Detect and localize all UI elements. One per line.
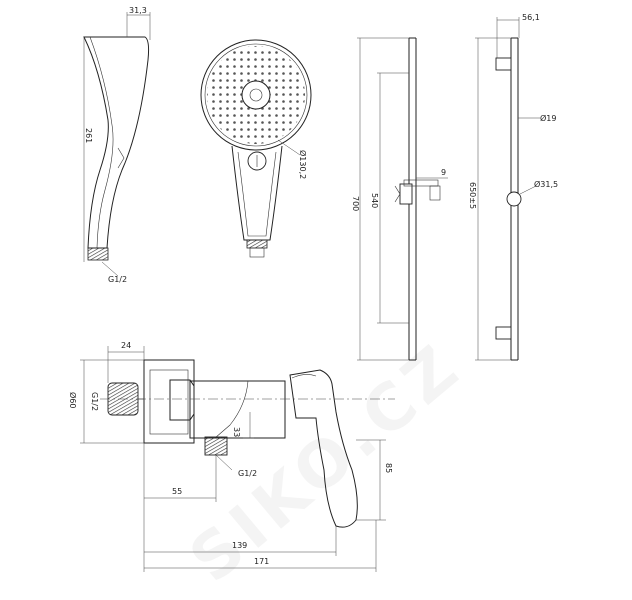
depth-dimension-label: 139 bbox=[232, 541, 247, 550]
lever-dimension-label: 85 bbox=[384, 463, 393, 473]
watermark-text: SIKO.CZ bbox=[177, 329, 477, 597]
diameter-dimension-label: Ø130,2 bbox=[298, 150, 308, 179]
total-dimension-label: 171 bbox=[254, 557, 269, 566]
rail-inner-label: 540 bbox=[370, 193, 379, 208]
spray-face-center bbox=[241, 80, 271, 110]
rail-side-view: 56,1 Ø19 Ø31,5 650±5 bbox=[468, 13, 558, 361]
inlet-thread-label: G1/2 bbox=[90, 392, 99, 411]
handshower-front-view: Ø130,2 bbox=[200, 39, 312, 258]
rail-holder bbox=[399, 183, 413, 205]
outlet-thread-label: G1/2 bbox=[238, 469, 257, 478]
wall-bracket-top bbox=[495, 57, 512, 71]
slide-rail-view: 700 540 9 bbox=[351, 37, 448, 361]
mixer-view: 24 Ø60 G1/2 33 G1/2 85 55 139 171 bbox=[68, 341, 395, 572]
hose-thread-side bbox=[87, 247, 109, 261]
offset-dimension-label: 56,1 bbox=[522, 13, 540, 22]
bracket-distance-label: 650±5 bbox=[468, 182, 477, 209]
thread-dimension-label: G1/2 bbox=[108, 275, 127, 284]
height-dimension-label: 33 bbox=[232, 427, 241, 437]
outlet-thread bbox=[204, 436, 228, 456]
width-dimension-label: 31,3 bbox=[129, 6, 147, 15]
handshower-side-view: 31,3 261 G1/2 bbox=[83, 6, 151, 284]
body-diameter-label: Ø60 bbox=[68, 392, 78, 408]
wall-bracket-bottom bbox=[495, 326, 512, 340]
top-dimension-label: 24 bbox=[121, 341, 131, 350]
tube-diameter-label: Ø19 bbox=[540, 113, 556, 123]
wall-dimension-label: 55 bbox=[172, 487, 182, 496]
rail-length-label: 700 bbox=[351, 196, 360, 211]
hose-thread-front bbox=[246, 239, 268, 249]
slider-diameter-label: Ø31,5 bbox=[534, 179, 558, 189]
holder-dimension-label: 9 bbox=[441, 168, 446, 177]
slider-ring bbox=[506, 191, 522, 207]
length-dimension-label: 261 bbox=[84, 128, 93, 143]
